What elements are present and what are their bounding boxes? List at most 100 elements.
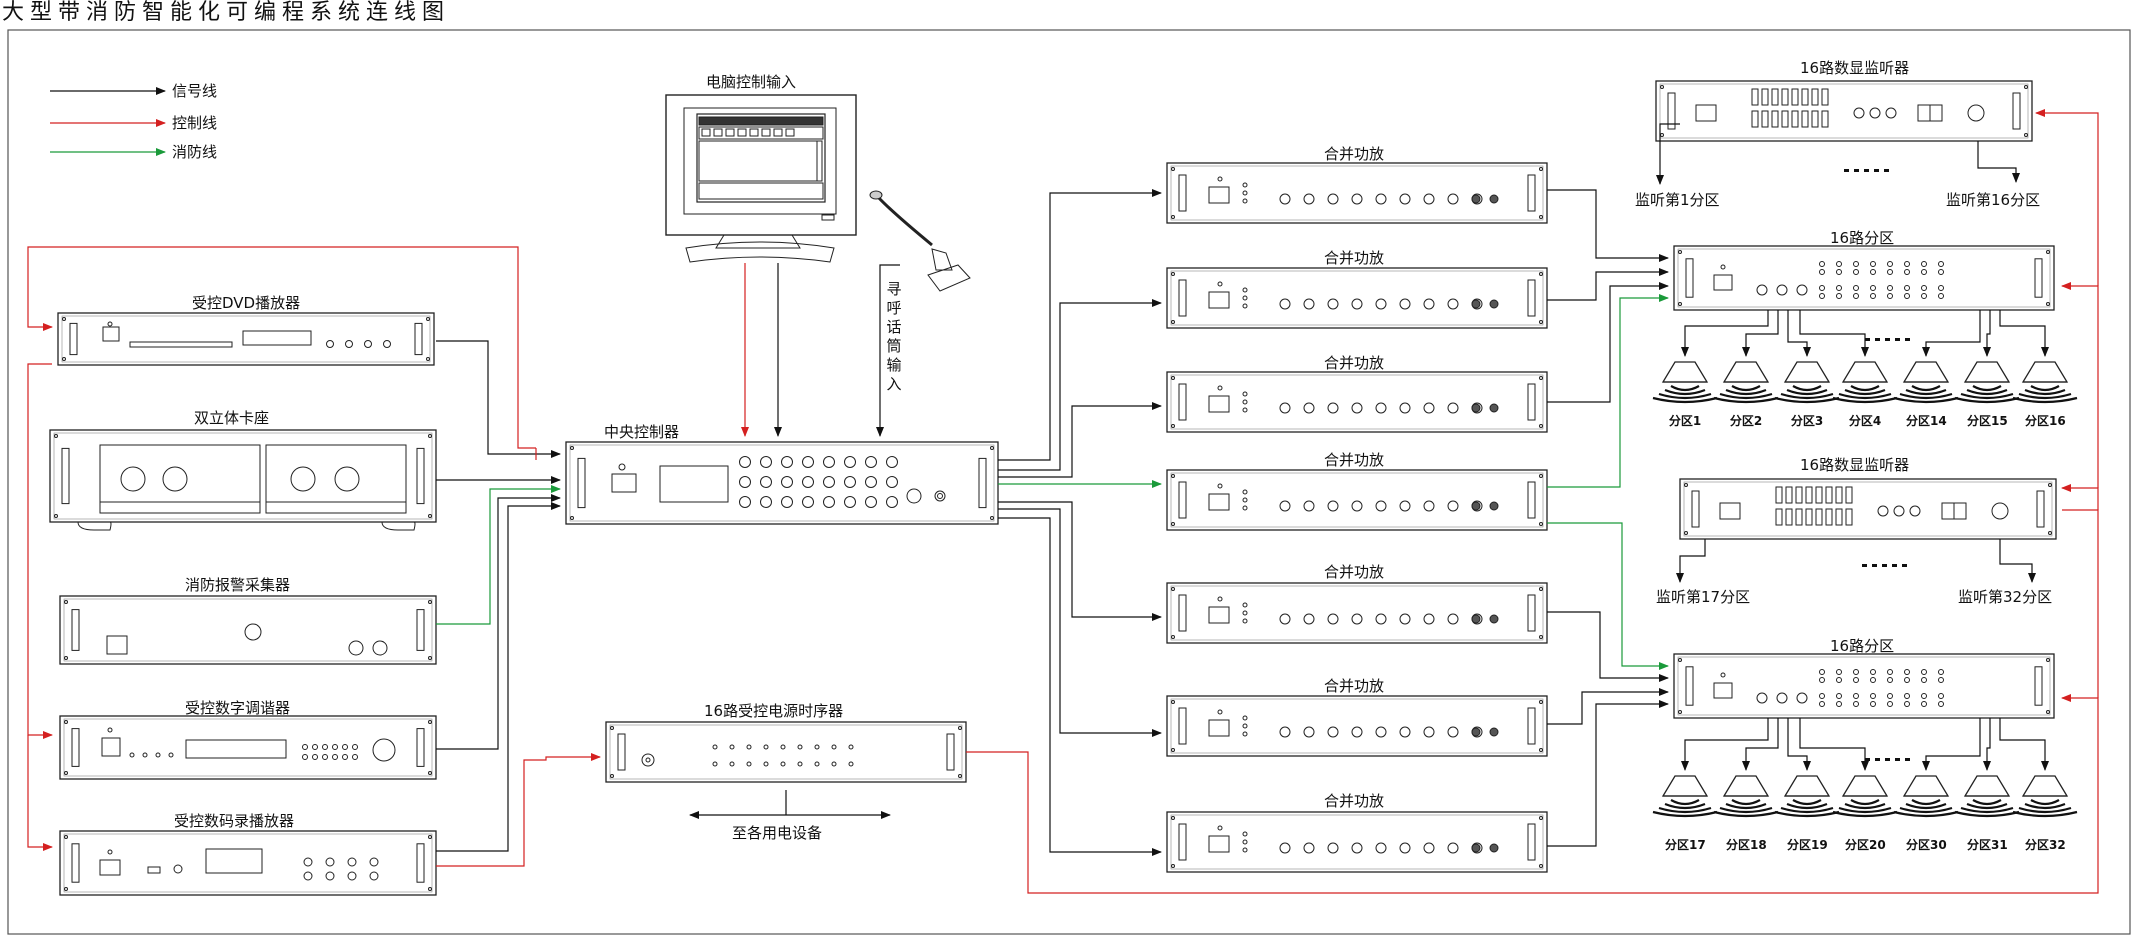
- amplifier-5-label: 合并功放: [1324, 563, 1385, 581]
- power-sequencer-label: 16路受控电源时序器: [704, 702, 844, 720]
- wire-control-zone-2: [966, 694, 2099, 894]
- monitor-2: [1679, 478, 2057, 540]
- amplifier-3: [1166, 371, 1548, 433]
- amplifier-6-label: 合并功放: [1324, 677, 1385, 695]
- wire-zone1-sp1: [1681, 310, 1769, 357]
- wire-zone2-sp3: [1787, 718, 1811, 771]
- wire-zone2-sp7: [1999, 718, 2049, 771]
- speaker-zone-bottom-4: [1832, 775, 1898, 818]
- speaker-zone-top-2: [1713, 361, 1779, 404]
- wire-dvd: [436, 340, 561, 458]
- wire-amp-6: [998, 508, 1162, 737]
- amplifier-6: [1166, 695, 1548, 757]
- monitor-zone-1-label: 监听第1分区: [1635, 191, 1720, 209]
- zone-label-top-1: 分区1: [1668, 414, 1702, 428]
- monitor-zone-17-label: 监听第17分区: [1656, 588, 1751, 606]
- wire-amp-2: [998, 299, 1162, 471]
- monitor-zone-16-label: 监听第16分区: [1946, 191, 2041, 209]
- speaker-zone-bottom-3: [1774, 775, 1840, 818]
- paging-microphone: [869, 190, 971, 292]
- wire-control-dvd-loop: [27, 246, 536, 449]
- central-controller: [565, 441, 999, 525]
- dvd-player-label: 受控DVD播放器: [192, 294, 301, 312]
- speaker-zone-bottom-2: [1713, 775, 1779, 818]
- amplifier-1: [1166, 162, 1548, 224]
- wire-control-monitor-1: [2035, 109, 2099, 286]
- fire-alarm-collector-label: 消防报警采集器: [185, 576, 291, 594]
- zone-label-bottom-1: 分区17: [1665, 838, 1706, 852]
- wire-mic: [876, 264, 900, 437]
- zone-label-bottom-6: 分区31: [1967, 838, 2008, 852]
- zone-switcher-2: [1673, 653, 2055, 719]
- zone-label-top-7: 分区16: [2025, 414, 2066, 428]
- zone-switcher-1: [1673, 245, 2055, 311]
- dvd-player: [57, 312, 435, 366]
- amplifier-7-label: 合并功放: [1324, 792, 1385, 810]
- wire-amp1-zone: [1547, 189, 1669, 262]
- wire-amp3-zone: [1547, 282, 1669, 403]
- wire-control-sequencer: [436, 753, 601, 867]
- wire-zone2-sp1: [1681, 718, 1769, 771]
- amplifier-2: [1166, 267, 1548, 329]
- zone-switcher-2-label: 16路分区: [1830, 637, 1895, 655]
- cassette-deck: [49, 429, 437, 531]
- digital-tuner: [59, 715, 437, 780]
- wire-zone2-sp5: [1922, 718, 1981, 771]
- monitor-1: [1655, 80, 2033, 142]
- pc-control-input-label: 电脑控制输入: [706, 73, 797, 91]
- wire-zone2-sp4: [1799, 718, 1869, 771]
- wire-amp2-zone: [1547, 268, 1669, 301]
- amplifier-4: [1166, 469, 1548, 531]
- wire-control-zone-1: [2061, 282, 2099, 488]
- paging-mic-input-label: 寻呼话筒输入: [886, 280, 902, 393]
- wire-amp6-zone2: [1547, 688, 1669, 725]
- legend-signal-label: 信号线: [172, 82, 218, 100]
- speaker-zone-top-7: [2012, 361, 2078, 404]
- wire-fire-alarm: [436, 485, 561, 625]
- amplifier-3-label: 合并功放: [1324, 354, 1385, 372]
- wire-control-monitor-2b: [2061, 484, 2099, 510]
- digital-tuner-label: 受控数字调谐器: [185, 699, 291, 717]
- legend-control-label: 控制线: [172, 114, 218, 132]
- digital-recorder: [59, 830, 437, 896]
- zone-label-bottom-4: 分区20: [1845, 838, 1886, 852]
- zone-label-top-4: 分区4: [1848, 414, 1882, 428]
- wire-amp7-zone2: [1547, 700, 1669, 847]
- monitor-1-ellipsis: [1844, 169, 1889, 172]
- wire-control-monitor-2: [2062, 509, 2099, 698]
- wire-zone1-sp5: [1922, 310, 1981, 357]
- legend-fire-label: 消防线: [172, 143, 218, 161]
- monitor-2-label: 16路数显监听器: [1800, 456, 1910, 474]
- wire-recorder: [436, 502, 561, 852]
- monitor-zone-32-label: 监听第32分区: [1958, 588, 2053, 606]
- speaker-zone-bottom-1: [1652, 775, 1718, 818]
- zone-label-bottom-3: 分区19: [1787, 838, 1828, 852]
- wire-amp5-zone2: [1547, 611, 1669, 682]
- wire-control-recorder: [27, 735, 53, 851]
- speaker-zone-bottom-6: [1954, 775, 2020, 818]
- wire-amp-1: [998, 189, 1162, 461]
- fire-alarm-collector: [59, 595, 437, 665]
- wire-amp4-zone: [1547, 294, 1669, 488]
- power-sequencer: [605, 721, 967, 783]
- wire-zone1-sp6: [1983, 310, 1991, 357]
- wire-monitor-2-left: [1676, 539, 1706, 583]
- speaker-zone-bottom-5: [1893, 775, 1959, 818]
- zone-label-bottom-2: 分区18: [1726, 838, 1767, 852]
- wire-zone2-sp6: [1983, 718, 1991, 771]
- wire-zone1-sp7: [1999, 310, 2049, 357]
- amplifier-2-label: 合并功放: [1324, 249, 1385, 267]
- pc-computer: [665, 94, 857, 263]
- wire-zone1-sp3: [1787, 310, 1811, 357]
- zone-label-top-6: 分区15: [1967, 414, 2008, 428]
- amplifier-5: [1166, 582, 1548, 644]
- monitor-1-label: 16路数显监听器: [1800, 59, 1910, 77]
- zone-label-bottom-7: 分区32: [2025, 838, 2066, 852]
- wire-monitor-1-left: [1656, 123, 1680, 185]
- wire-control-tuner: [27, 363, 53, 739]
- zones-top-ellipsis: [1865, 338, 1910, 341]
- wire-tuner: [436, 494, 561, 750]
- zone-switcher-1-label: 16路分区: [1830, 229, 1895, 247]
